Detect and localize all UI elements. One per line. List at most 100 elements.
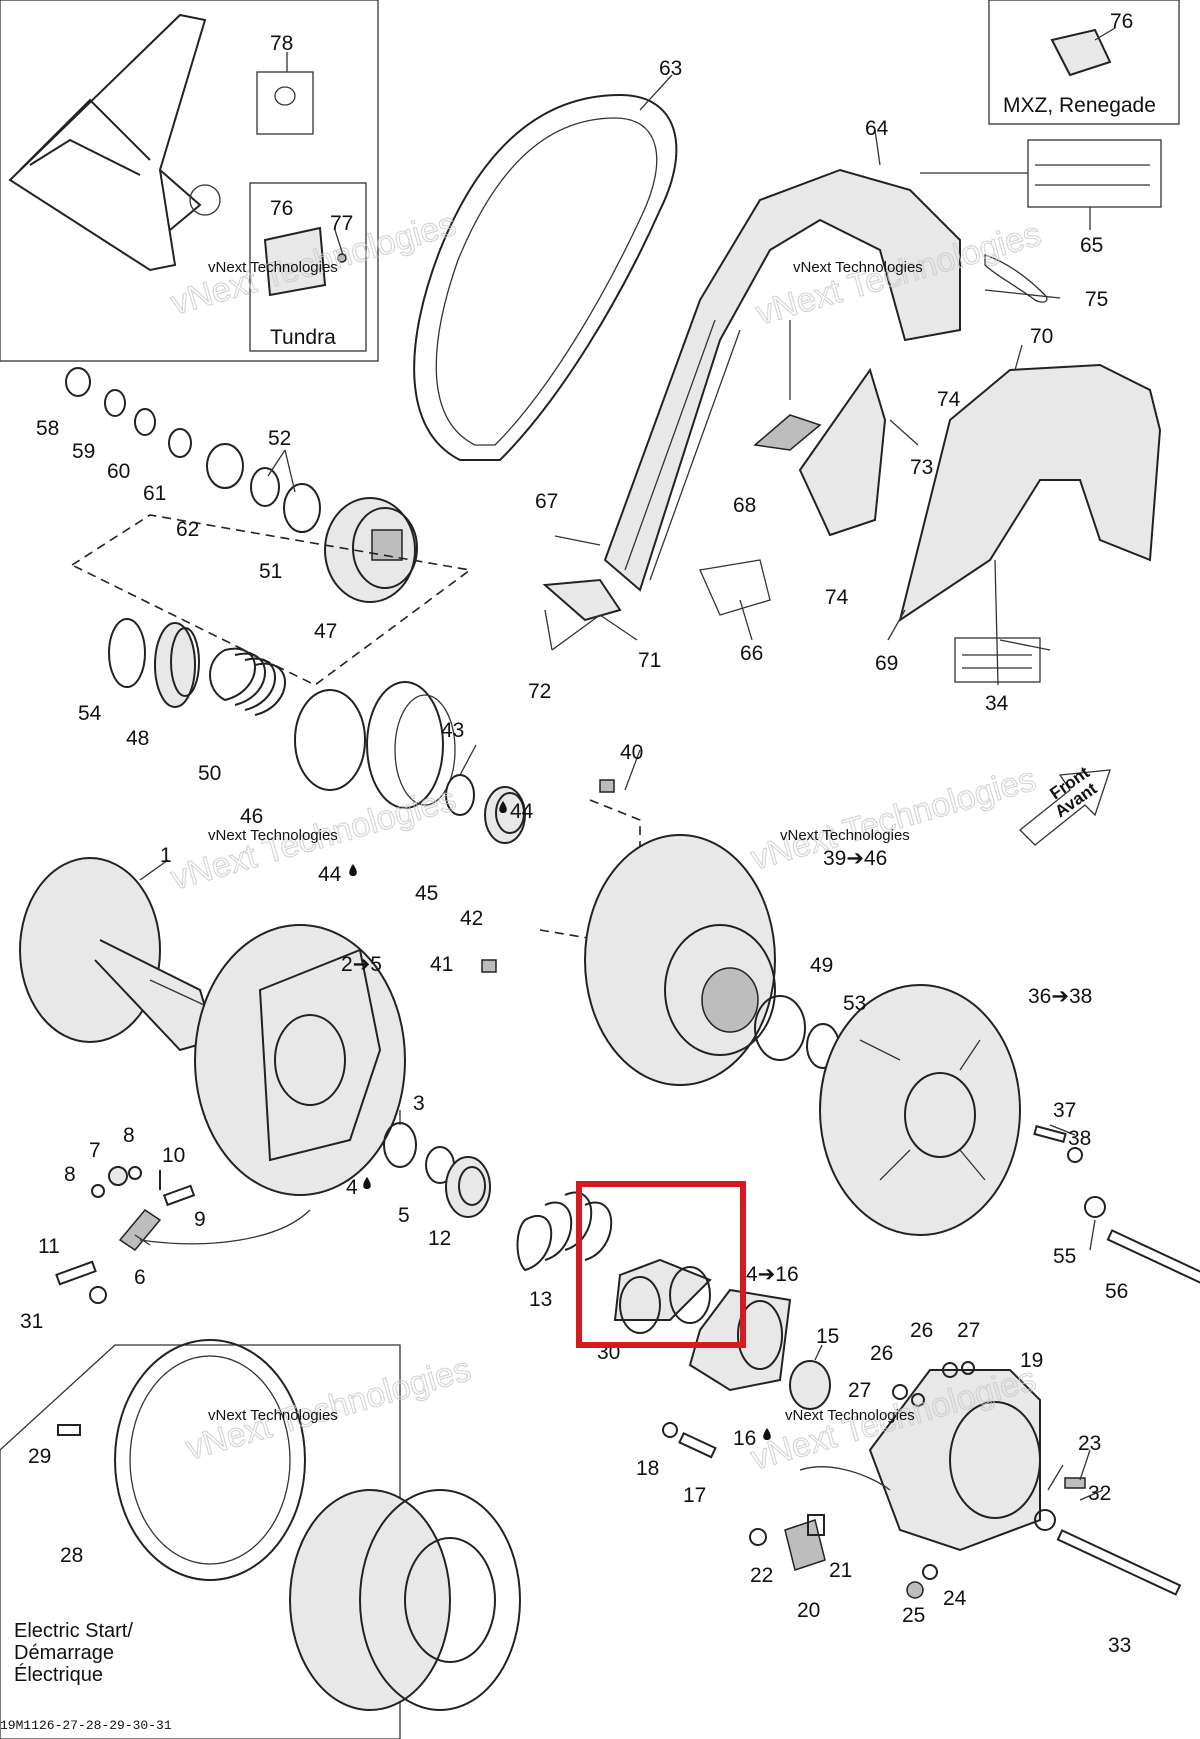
callout-45: 45 [415,882,438,905]
drop-icon-4 [363,1177,371,1189]
screw-22 [749,1528,767,1546]
watermark-4: vNext Technologies [747,760,1040,878]
bracket-66 [699,559,771,616]
drop-icon-44b [349,864,357,876]
callout-56: 56 [1105,1280,1128,1303]
sheave-36-38 [819,984,1021,1236]
front-arrow: Front Avant [1019,763,1111,846]
ring-54 [108,618,146,688]
callout-55: 55 [1053,1245,1076,1268]
callout-61: 61 [143,482,166,505]
callout-27-mid: 27 [848,1379,871,1402]
callout-5: 5 [398,1204,410,1227]
callout-74-top: 74 [937,388,961,411]
cylinder-43 [366,681,456,809]
sleeve-48 [154,622,200,708]
callout-64: 64 [865,117,889,140]
callout-52: 52 [268,427,291,450]
callout-16: 16 [733,1427,756,1450]
callout-43: 43 [441,719,464,742]
washer-58 [65,367,91,397]
nut-27b [911,1393,925,1407]
bolt-33 [1056,1529,1182,1596]
callout-49: 49 [810,954,833,977]
callout-71: 71 [638,649,661,672]
callout-73: 73 [910,456,933,479]
nut-25 [906,1581,924,1599]
screw-40 [599,779,615,793]
bushing-15 [789,1360,831,1410]
bushing-42 [484,786,526,844]
ring-3 [383,1122,417,1168]
kit-bracket [70,514,472,686]
callout-18: 18 [636,1457,659,1480]
callout-29: 29 [28,1445,51,1468]
callout-72: 72 [528,680,551,703]
callout-38: 38 [1068,1127,1091,1150]
callout-3: 3 [413,1092,425,1115]
chassis-frame [8,13,207,272]
frame-top-left [0,0,379,362]
callout-28: 28 [60,1544,83,1567]
drawing-code: 19M1126-27-28-29-30-31 [0,1718,172,1733]
tundra-box [249,182,367,352]
callout-10: 10 [162,1144,185,1167]
callout-23: 23 [1078,1432,1101,1455]
screw-17 [678,1431,717,1459]
callout-68: 68 [733,494,756,517]
watermark-small-6: vNext Technologies [785,1407,915,1424]
arrow-6-to-sheave [139,1209,311,1245]
callout-70: 70 [1030,325,1053,348]
electric-start-line3: Électrique [14,1664,103,1686]
callout-42: 42 [460,907,483,930]
callout-11: 11 [38,1235,60,1258]
callout-50: 50 [198,762,221,785]
driven-pulley-39-46 [584,834,776,1086]
washer-55 [1084,1196,1106,1218]
assembly-19 [868,1369,1041,1552]
screw-29 [57,1424,81,1436]
callout-48: 48 [126,727,149,750]
nut-24 [922,1564,938,1580]
callout-4: 4 [346,1176,358,1199]
callout-62: 62 [176,518,199,541]
callout-53: 53 [843,992,866,1015]
nut-27a [961,1361,975,1375]
callout-60: 60 [107,460,130,483]
callout-41: 41 [430,953,453,976]
drop-icon-16 [763,1428,771,1440]
bearing-51 [283,483,321,533]
bracket-71 [542,578,622,622]
callout-58: 58 [36,417,59,440]
callout-33: 33 [1108,1634,1131,1657]
callout-74-bottom: 74 [825,586,849,609]
ring-46 [294,689,366,791]
drive-pulley-electric [289,1489,521,1711]
bushing-30 [613,1258,712,1334]
callout-54: 54 [78,702,102,725]
callout-1: 1 [160,844,172,867]
callout-59: 59 [72,440,95,463]
electric-start-line2: Démarrage [14,1642,115,1664]
callout-37: 37 [1053,1099,1076,1122]
callout-78: 78 [270,32,293,55]
ring-60 [134,408,156,436]
callout-36-38: 36➔38 [1028,985,1092,1008]
belt-guard [603,168,961,592]
callout-20: 20 [797,1599,820,1622]
callout-44-top: 44 [510,800,534,823]
block-20 [784,1519,826,1571]
callout-14-16: 4➔16 [746,1263,799,1286]
callout-51: 51 [259,560,282,583]
tundra-caption: Tundra [270,326,336,349]
callout-75: 75 [1085,288,1108,311]
side-cover-69 [898,363,1162,623]
electric-start-line1: Electric Start/ [14,1620,133,1642]
screw-23 [1064,1477,1086,1489]
washer-49 [754,995,806,1061]
nut-26b [892,1384,908,1400]
clip-detail-circle [189,184,221,216]
callout-9: 9 [194,1208,206,1231]
callout-40: 40 [620,741,643,764]
